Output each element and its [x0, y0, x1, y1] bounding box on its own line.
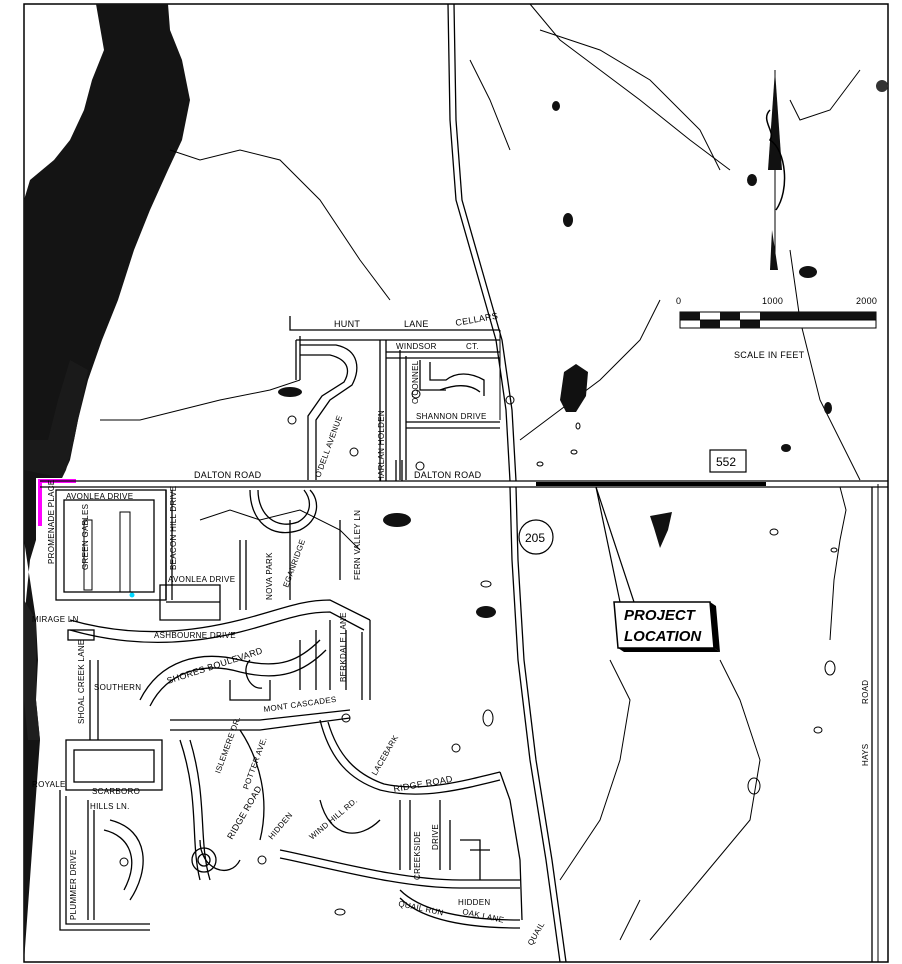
label-avonlea-s: AVONLEA DRIVE	[168, 575, 235, 584]
ponds	[278, 80, 888, 618]
label-promenade: PROMENADE PLACE	[47, 479, 56, 564]
callout-line2: LOCATION	[624, 628, 702, 645]
label-creekside: CREEKSIDE	[413, 831, 422, 880]
label-scarboro: SCARBORO	[92, 787, 140, 796]
project-callout: PROJECT LOCATION	[595, 486, 720, 652]
label-odell: O'DELL AVENUE	[313, 414, 344, 479]
label-islemere: ISLEMERE DR.	[213, 715, 242, 775]
label-lane: LANE	[404, 319, 429, 329]
label-ashbourne: ASHBOURNE DRIVE	[154, 631, 236, 640]
shield-552: 552	[709, 449, 747, 473]
label-quail: QUAIL	[526, 920, 547, 947]
label-wind-hill: WIND HILL RD.	[308, 796, 360, 842]
scale-tick-2000: 2000	[856, 296, 877, 306]
label-eganridge: EGANRIDGE	[281, 538, 307, 589]
label-road: ROAD	[861, 680, 870, 704]
north-subdivision	[287, 316, 515, 481]
label-dalton-w: DALTON ROAD	[194, 470, 262, 480]
label-green-gables: GREEN GABLES	[81, 504, 90, 570]
label-hidden: HIDDEN	[267, 811, 295, 842]
north-arrow	[765, 70, 786, 270]
shield-205-label: 205	[525, 531, 545, 545]
label-lacebark: LACEBARK	[370, 733, 401, 777]
label-royale: ROYALE	[32, 780, 66, 789]
highway-205	[447, 3, 567, 963]
tree-symbols	[334, 422, 838, 916]
label-harlan-holden: HARLAN HOLDEN	[377, 410, 386, 482]
label-mirage: MIRAGE LN	[32, 615, 79, 624]
shield-552-label: 552	[716, 455, 736, 469]
scale-tick-0: 0	[676, 296, 681, 306]
label-mont-cascades: MONT CASCADES	[263, 695, 337, 714]
label-fern-valley: FERN VALLEY LN	[353, 510, 362, 580]
label-hays: HAYS	[861, 744, 870, 766]
label-oak-lane: OAK LANE	[462, 907, 505, 925]
label-shannon: SHANNON DRIVE	[416, 412, 487, 421]
scale-bar: 0 1000 2000 SCALE IN FEET	[676, 296, 877, 360]
shield-205: 205	[518, 519, 554, 555]
label-shores: SHORES BOULEVARD	[166, 645, 265, 686]
promenade-highlight	[38, 479, 76, 526]
label-hunt: HUNT	[334, 319, 360, 329]
label-plummer: PLUMMER DRIVE	[69, 849, 78, 920]
label-windsor: WINDSOR	[396, 342, 437, 351]
cyan-marker	[129, 592, 135, 598]
label-southern: SOUTHERN	[94, 683, 141, 692]
south-subdivision	[55, 489, 523, 931]
label-hidden2: HIDDEN	[458, 898, 490, 907]
label-beacon-hill: BEACON HILL DRIVE	[169, 486, 178, 570]
label-drive: DRIVE	[431, 824, 440, 850]
lake-area	[24, 4, 190, 962]
label-ct: CT.	[466, 342, 479, 351]
label-oconnell: O'CONNEL	[411, 360, 420, 404]
label-quail-run: QUAIL RUN	[398, 899, 445, 917]
label-hills-ln: HILLS LN.	[90, 802, 130, 811]
label-ridge-road-w: RIDGE ROAD	[225, 784, 264, 841]
label-nova-park: NOVA PARK	[265, 552, 274, 600]
label-ridge-road-e: RIDGE ROAD	[393, 774, 454, 794]
dalton-road	[40, 480, 888, 488]
label-potter: POTTER AVE.	[241, 736, 268, 791]
label-dalton-e: DALTON ROAD	[414, 470, 482, 480]
creeks	[100, 3, 861, 941]
callout-line1: PROJECT	[624, 607, 697, 624]
street-labels: HUNT LANE CELLARS WINDSOR CT. O'CONNEL S…	[32, 311, 870, 947]
label-berkdale: BERKDALE LANE	[339, 612, 348, 682]
scale-tick-1000: 1000	[762, 296, 783, 306]
label-shoal-creek: SHOAL CREEK LANE	[77, 639, 86, 724]
label-avonlea-n: AVONLEA DRIVE	[66, 492, 133, 501]
scale-caption: SCALE IN FEET	[734, 350, 805, 360]
